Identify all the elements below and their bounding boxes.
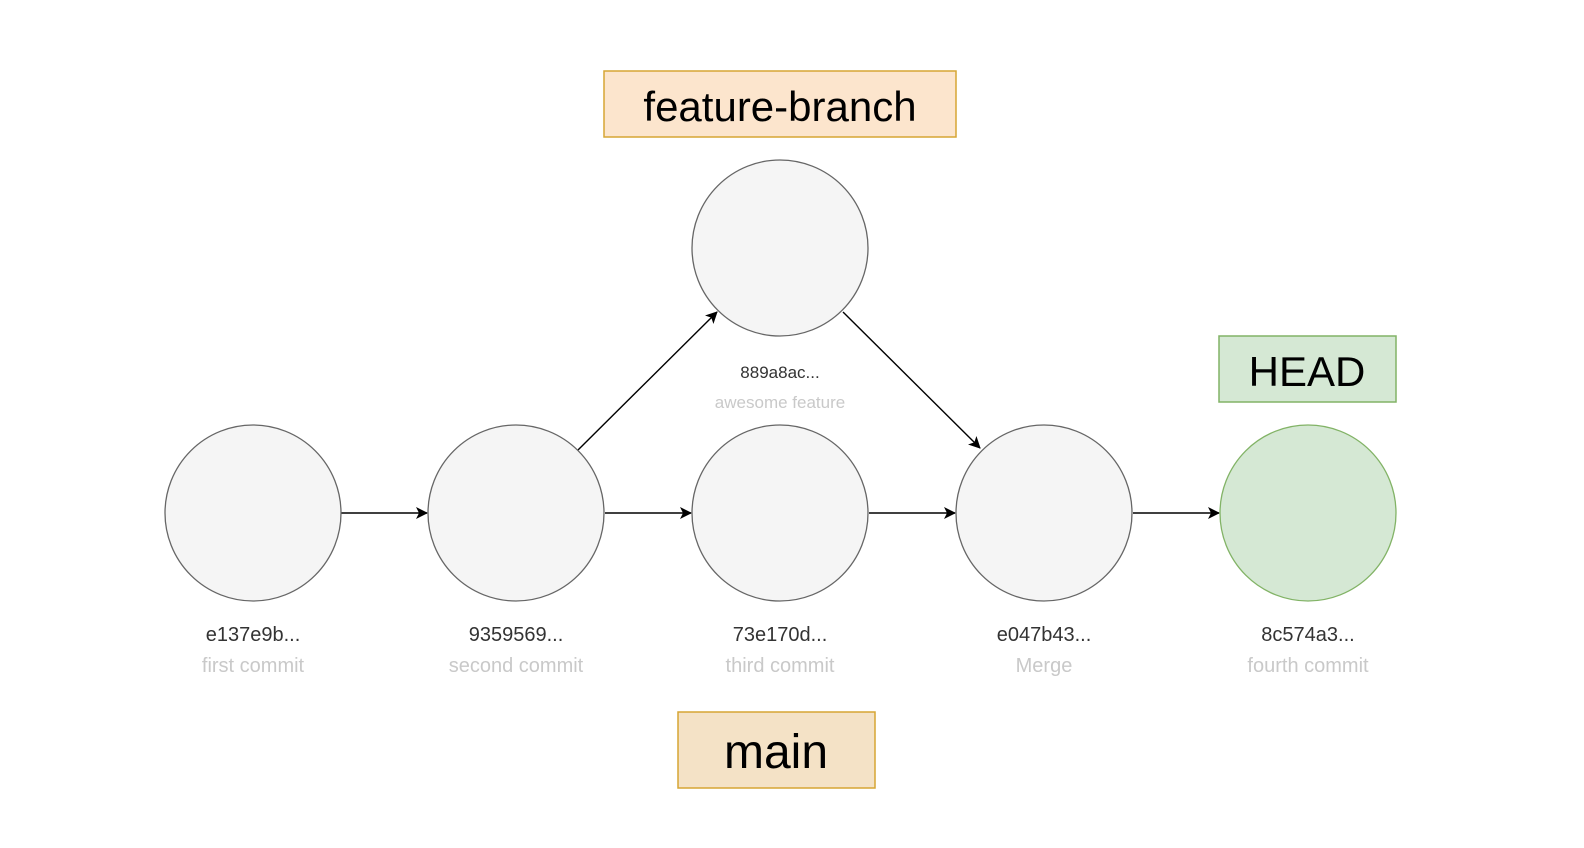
edge-feature-to-merge [842, 311, 981, 449]
commit-node-first[interactable] [164, 424, 342, 602]
commit-hash: e137e9b... [206, 624, 301, 646]
ref-feature-branch-label: feature-branch [643, 83, 916, 130]
commit-message: Merge [1016, 655, 1073, 677]
ref-main-box [677, 711, 876, 789]
commit-node-head[interactable] [1219, 424, 1397, 602]
ref-main[interactable]: main [677, 711, 876, 789]
commit-node-third[interactable] [691, 424, 869, 602]
ref-main-label: main [724, 726, 828, 779]
commit-message: second commit [449, 655, 584, 677]
commit-hash: 73e170d... [733, 624, 828, 646]
edge-second-to-feature [577, 311, 718, 451]
ref-head[interactable]: HEAD [1218, 335, 1397, 403]
commit-node-feature[interactable] [691, 159, 869, 337]
commit-hash: 9359569... [469, 624, 564, 646]
commit-message: third commit [726, 655, 835, 677]
commit-node-second[interactable] [427, 424, 605, 602]
ref-head-label: HEAD [1249, 348, 1366, 395]
commit-message: fourth commit [1247, 655, 1369, 677]
commit-message: awesome feature [715, 393, 845, 412]
ref-head-box [1218, 335, 1397, 403]
ref-feature-branch-box [603, 70, 957, 138]
commit-message: first commit [202, 655, 305, 677]
commit-node-merge[interactable] [955, 424, 1133, 602]
ref-feature-branch[interactable]: feature-branch [603, 70, 957, 138]
commit-hash: 8c574a3... [1261, 624, 1354, 646]
commit-hash: 889a8ac... [740, 363, 819, 382]
commit-hash: e047b43... [997, 624, 1092, 646]
